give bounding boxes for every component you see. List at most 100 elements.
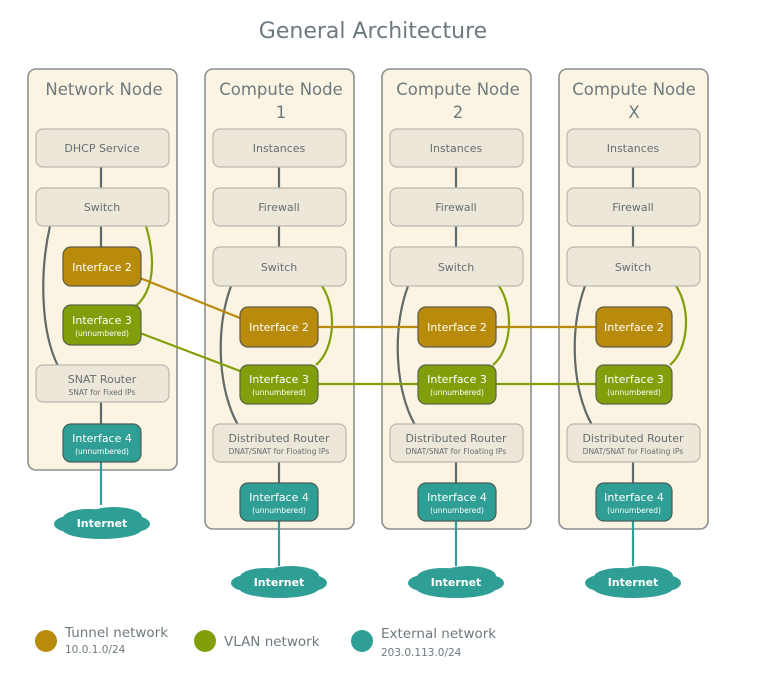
instances-box: Instances xyxy=(212,128,347,168)
interface-4-label: Interface 4 xyxy=(604,491,664,504)
interface-4-box: Interface 4 (unnumbered) xyxy=(239,482,319,522)
internet-label: Internet xyxy=(608,576,659,589)
tunnel-link xyxy=(139,276,241,320)
firewall-box: Firewall xyxy=(212,187,347,227)
vlan-link xyxy=(139,331,241,373)
vlan-link xyxy=(315,285,334,366)
vlan-network-swatch xyxy=(194,630,216,652)
internet-label: Internet xyxy=(77,517,128,530)
interface-2-label: Interface 2 xyxy=(604,321,664,334)
snat-router-box: SNAT Router SNAT for Fixed IPs xyxy=(35,364,170,403)
interface-2-label: Interface 2 xyxy=(249,321,309,334)
firewall-box: Firewall xyxy=(389,187,524,227)
legend-tunnel-name: Tunnel network xyxy=(64,625,168,641)
distributed-router-box: Distributed Router DNAT/SNAT for Floatin… xyxy=(212,423,347,463)
interface-3-label: Interface 3 xyxy=(604,373,664,386)
snat-router-sub: SNAT for Fixed IPs xyxy=(69,388,136,397)
interface-3-sub: (unnumbered) xyxy=(607,388,661,397)
firewall-label: Firewall xyxy=(435,201,476,214)
distributed-router-sub: DNAT/SNAT for Floating IPs xyxy=(229,447,330,456)
firewall-label: Firewall xyxy=(258,201,299,214)
interface-2-box: Interface 2 xyxy=(62,246,142,287)
firewall-label: Firewall xyxy=(612,201,653,214)
interface-2-box: Interface 2 xyxy=(417,306,497,348)
tunnel-network-swatch xyxy=(35,630,57,652)
distributed-router-label: Distributed Router xyxy=(582,432,684,445)
distributed-router-label: Distributed Router xyxy=(405,432,507,445)
switch-box: Switch xyxy=(389,246,524,287)
dhcp-service-box: DHCP Service xyxy=(35,128,170,168)
switch-label: Switch xyxy=(438,261,474,274)
internet-label: Internet xyxy=(431,576,482,589)
instances-label: Instances xyxy=(430,142,483,155)
legend-external-subnet: 203.0.113.0/24 xyxy=(381,647,462,659)
compute-node-1-number: 1 xyxy=(276,103,287,122)
switch-box: Switch xyxy=(212,246,347,287)
connector-line xyxy=(573,285,593,426)
internet-label: Internet xyxy=(254,576,305,589)
distributed-router-label: Distributed Router xyxy=(228,432,330,445)
network-node-title: Network Node xyxy=(45,80,162,99)
interface-3-sub: (unnumbered) xyxy=(430,388,484,397)
interface-3-box: Interface 3 (unnumbered) xyxy=(417,364,497,405)
interface-3-sub: (unnumbered) xyxy=(75,329,129,338)
switch-label: Switch xyxy=(261,261,297,274)
legend-tunnel-subnet: 10.0.1.0/24 xyxy=(65,644,126,656)
compute-node-x-number: X xyxy=(628,103,639,122)
interface-4-box: Interface 4 (unnumbered) xyxy=(417,482,497,522)
instances-label: Instances xyxy=(607,142,660,155)
internet-cloud-icon: Internet xyxy=(231,566,327,598)
interface-3-label: Interface 3 xyxy=(72,314,132,327)
interface-2-label: Interface 2 xyxy=(427,321,487,334)
interface-4-sub: (unnumbered) xyxy=(252,506,306,515)
connector-line xyxy=(42,225,59,367)
legend-external-name: External network xyxy=(381,626,496,642)
switch-box: Switch xyxy=(566,246,701,287)
interface-4-sub: (unnumbered) xyxy=(75,447,129,456)
switch-label: Switch xyxy=(84,201,120,214)
switch-box: Switch xyxy=(35,187,170,227)
distributed-router-box: Distributed Router DNAT/SNAT for Floatin… xyxy=(566,423,701,463)
compute-node-1-title: Compute Node xyxy=(219,80,343,99)
interface-3-sub: (unnumbered) xyxy=(252,388,306,397)
connector-line xyxy=(396,285,416,426)
switch-label: Switch xyxy=(615,261,651,274)
interface-4-box: Interface 4 (unnumbered) xyxy=(595,482,673,522)
interface-4-label: Interface 4 xyxy=(72,432,132,445)
legend-vlan-name: VLAN network xyxy=(224,634,320,650)
legend: Tunnel network 10.0.1.0/24 VLAN network … xyxy=(35,625,496,659)
dhcp-service-label: DHCP Service xyxy=(64,142,139,155)
instances-label: Instances xyxy=(253,142,306,155)
interface-2-box: Interface 2 xyxy=(595,306,673,348)
instances-box: Instances xyxy=(566,128,701,168)
interface-4-sub: (unnumbered) xyxy=(607,506,661,515)
connector-line xyxy=(219,285,239,426)
interface-4-box: Interface 4 (unnumbered) xyxy=(62,423,142,463)
vlan-link xyxy=(135,225,154,307)
distributed-router-sub: DNAT/SNAT for Floating IPs xyxy=(583,447,684,456)
vlan-link xyxy=(669,285,688,366)
internet-cloud-icon: Internet xyxy=(408,566,504,598)
internet-cloud-icon: Internet xyxy=(54,507,150,539)
compute-node-2-number: 2 xyxy=(453,103,464,122)
compute-node-x-title: Compute Node xyxy=(572,80,696,99)
interface-3-box: Interface 3 (unnumbered) xyxy=(595,364,673,405)
interface-3-box: Interface 3 (unnumbered) xyxy=(239,364,319,405)
external-network-swatch xyxy=(351,630,373,652)
compute-node-2-title: Compute Node xyxy=(396,80,520,99)
interface-2-label: Interface 2 xyxy=(72,261,132,274)
vlan-link xyxy=(492,285,511,366)
interface-4-label: Interface 4 xyxy=(427,491,487,504)
diagram-title: General Architecture xyxy=(259,19,487,44)
distributed-router-sub: DNAT/SNAT for Floating IPs xyxy=(406,447,507,456)
interface-3-label: Interface 3 xyxy=(249,373,309,386)
interface-2-box: Interface 2 xyxy=(239,306,319,348)
distributed-router-box: Distributed Router DNAT/SNAT for Floatin… xyxy=(389,423,524,463)
instances-box: Instances xyxy=(389,128,524,168)
interface-4-sub: (unnumbered) xyxy=(430,506,484,515)
internet-cloud-icon: Internet xyxy=(585,566,681,598)
snat-router-label: SNAT Router xyxy=(68,373,137,386)
interface-3-box: Interface 3 (unnumbered) xyxy=(62,304,142,346)
firewall-box: Firewall xyxy=(566,187,701,227)
